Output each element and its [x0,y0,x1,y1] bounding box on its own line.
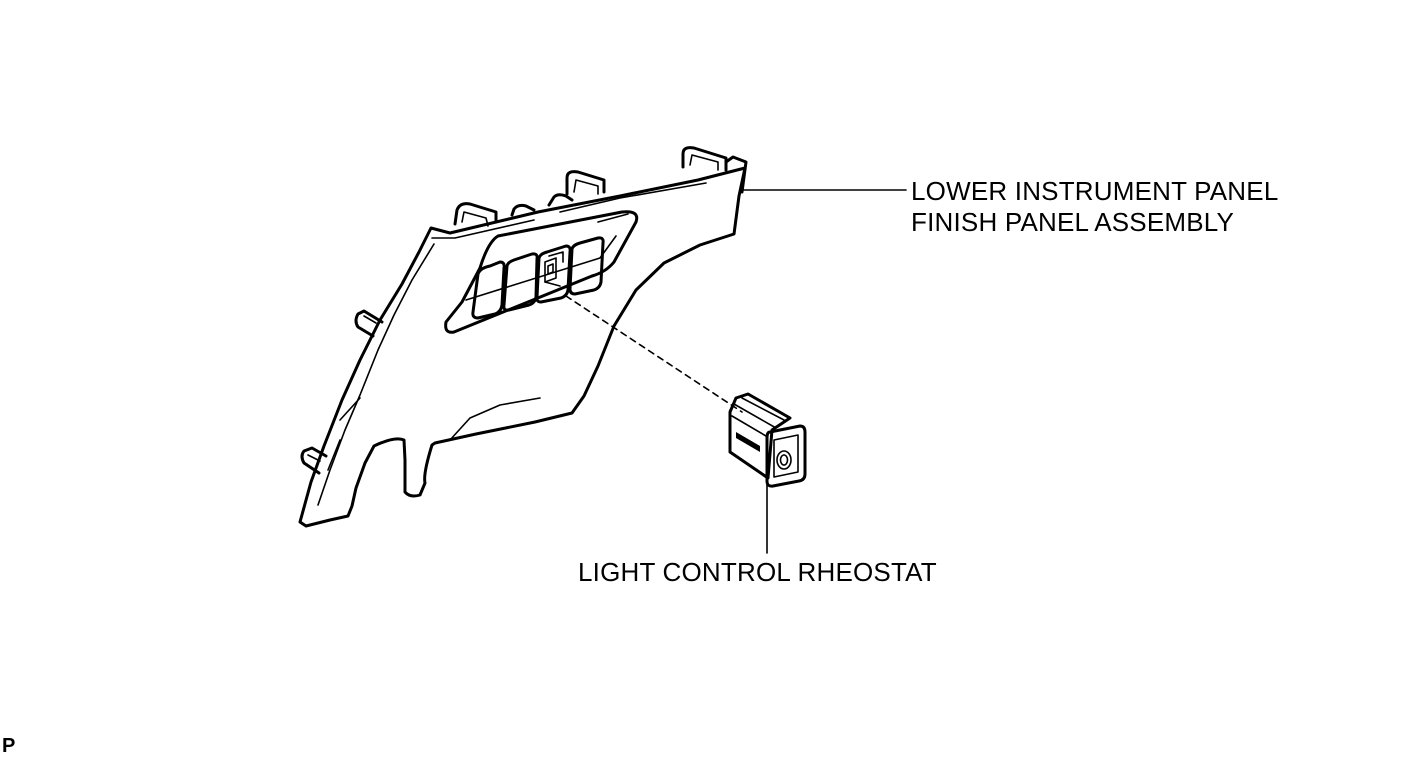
panel-label-line-1: LOWER INSTRUMENT PANEL [911,176,1279,206]
corner-mark: P [2,735,16,757]
panel-outline [298,166,747,528]
switch-bezel [444,210,639,334]
top-clips [453,146,748,227]
finish-panel-assembly [298,146,748,528]
install-guide-line [565,295,743,413]
panel-label-line-2: FINISH PANEL ASSEMBLY [911,207,1235,237]
switch-openings [471,236,605,320]
light-control-rheostat [728,392,807,488]
panel-assembly-label: LOWER INSTRUMENT PANEL FINISH PANEL ASSE… [911,176,1279,238]
rheostat-label: LIGHT CONTROL RHEOSTAT [578,557,937,587]
side-clips [300,309,384,475]
